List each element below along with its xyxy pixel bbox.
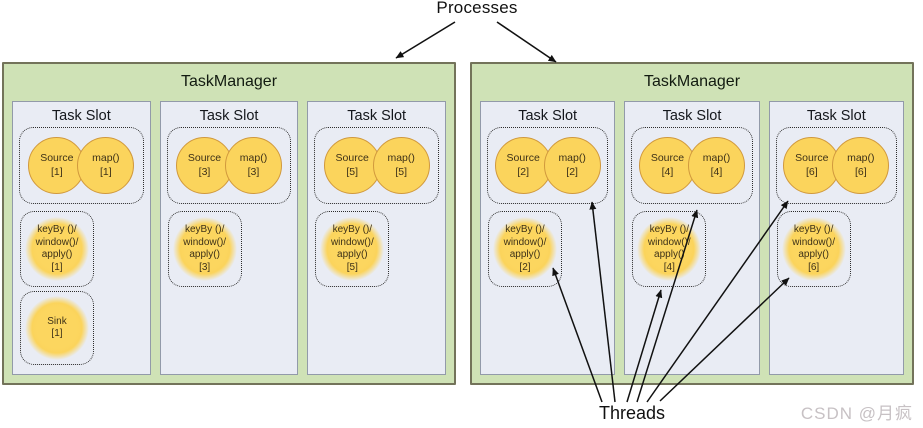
task-slot-title: Task Slot: [662, 108, 722, 124]
sink-operator: Sink [1]: [25, 296, 89, 360]
map-operator: map() [2]: [543, 137, 601, 194]
task-slot-4: Task Slot Source [2] map() [2] keyBy ()/…: [480, 101, 616, 375]
task-slot-6: Task Slot Source [6] map() [6] keyBy ()/…: [768, 101, 904, 375]
keyby-operator-box: keyBy ()/ window()/ apply() [4]: [632, 211, 707, 287]
source-operator: Source [2]: [494, 137, 552, 194]
keyby-operator-box: keyBy ()/ window()/ apply() [3]: [167, 211, 242, 287]
task-slot-title: Task Slot: [199, 108, 259, 124]
taskmanager-2: TaskManager Task Slot Source [2] map() […: [470, 62, 914, 385]
csdn-watermark: CSDN @月疯: [800, 404, 913, 423]
operator-chain-source-map: Source [1] map() [1]: [19, 127, 144, 204]
task-slot-title: Task Slot: [806, 108, 866, 124]
operator-chain-source-map: Source [3] map() [3]: [166, 127, 292, 204]
process-arrow-left: [395, 21, 456, 59]
sink-operator-box: Sink [1]: [20, 291, 94, 365]
task-slot-1: Task Slot Source [1] map() [1] keyBy ()/…: [12, 101, 151, 375]
source-operator: Source [6]: [783, 137, 841, 194]
keyby-operator: keyBy ()/ window()/ apply() [2]: [493, 217, 557, 281]
taskmanager-1: TaskManager Task Slot Source [1] map() […: [2, 62, 456, 385]
source-operator: Source [1]: [28, 137, 86, 194]
processes-label: Processes: [436, 0, 518, 17]
task-slot-title: Task Slot: [51, 108, 111, 124]
taskmanager-title: TaskManager: [180, 73, 278, 90]
keyby-operator-box: keyBy ()/ window()/ apply() [2]: [488, 211, 562, 287]
map-operator: map() [1]: [77, 137, 135, 194]
keyby-operator: keyBy ()/ window()/ apply() [3]: [172, 217, 237, 281]
task-slot-title: Task Slot: [518, 108, 578, 124]
source-operator: Source [3]: [176, 137, 233, 194]
keyby-operator-box: keyBy ()/ window()/ apply() [1]: [20, 211, 94, 287]
taskmanager-2-slots: Task Slot Source [2] map() [2] keyBy ()/…: [472, 101, 912, 375]
map-operator: map() [3]: [225, 137, 282, 194]
taskmanager-1-slots: Task Slot Source [1] map() [1] keyBy ()/…: [4, 101, 454, 375]
keyby-operator: keyBy ()/ window()/ apply() [5]: [320, 217, 385, 281]
keyby-operator: keyBy ()/ window()/ apply() [6]: [781, 217, 846, 281]
task-slot-2: Task Slot Source [3] map() [3] keyBy ()/…: [159, 101, 299, 375]
task-slot-3: Task Slot Source [5] map() [5] keyBy ()/…: [307, 101, 447, 375]
keyby-operator-box: keyBy ()/ window()/ apply() [5]: [315, 211, 390, 287]
keyby-operator: keyBy ()/ window()/ apply() [4]: [637, 217, 702, 281]
operator-chain-source-map: Source [5] map() [5]: [314, 127, 440, 204]
keyby-operator-box: keyBy ()/ window()/ apply() [6]: [776, 211, 851, 287]
operator-chain-source-map: Source [6] map() [6]: [775, 127, 897, 204]
process-arrow-right: [496, 21, 557, 63]
operator-chain-source-map: Source [2] map() [2]: [487, 127, 609, 204]
operator-chain-source-map: Source [4] map() [4]: [631, 127, 753, 204]
keyby-operator: keyBy ()/ window()/ apply() [1]: [25, 217, 89, 281]
taskmanager-title: TaskManager: [643, 73, 741, 90]
task-slot-5: Task Slot Source [4] map() [4] keyBy ()/…: [624, 101, 760, 375]
source-operator: Source [5]: [323, 137, 381, 194]
map-operator: map() [5]: [372, 137, 430, 194]
threads-label: Threads: [598, 403, 666, 423]
task-slot-title: Task Slot: [347, 108, 407, 124]
map-operator: map() [4]: [687, 137, 745, 194]
map-operator: map() [6]: [832, 137, 890, 194]
